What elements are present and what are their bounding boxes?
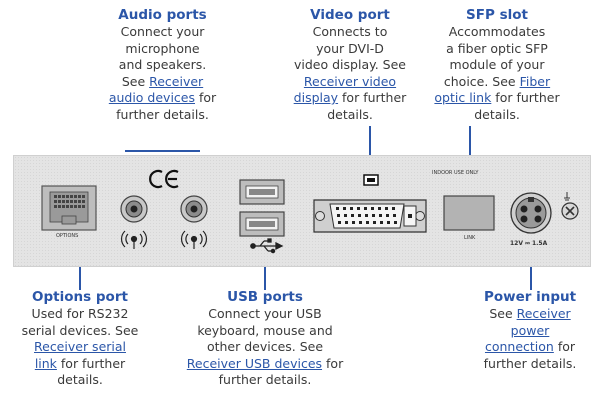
sfp-slot-text-1: Accommodates: [448, 24, 546, 39]
sfp-slot: [443, 195, 495, 231]
power-input-text-4: for: [553, 339, 576, 354]
usb-ports-text-4: for: [322, 355, 344, 371]
serial-link-link[interactable]: link: [34, 355, 57, 371]
power-input-callout: Power input See Receiver power connectio…: [470, 288, 590, 372]
audio-jack-2: [180, 195, 208, 223]
options-port-text-4: for further: [56, 355, 126, 371]
receiver-usb-devices-link[interactable]: Receiver USB devices: [186, 355, 323, 371]
video-port-title: Video port: [310, 7, 390, 23]
sfp-slot-text-2: a fiber optic SFP: [446, 40, 548, 56]
audio-symbol-icon-1: [121, 230, 147, 249]
video-display-link[interactable]: display: [293, 90, 339, 105]
audio-symbol-icon-2: [181, 230, 207, 249]
options-leader-line: [79, 252, 81, 290]
usb-ports-text-2: keyboard, mouse and: [197, 322, 333, 338]
power-link[interactable]: power: [510, 322, 550, 338]
sfp-slot-text-6: details.: [474, 106, 520, 122]
audio-ports-text-3: and speakers.: [118, 57, 207, 72]
options-port-title: Options port: [32, 289, 128, 305]
audio-bracket-line: [125, 150, 200, 152]
usb-port-bottom: [239, 211, 285, 237]
receiver-power-link[interactable]: Receiver: [516, 306, 571, 321]
audio-ports-text-6: further details.: [116, 106, 209, 122]
power-connector: [510, 192, 552, 234]
options-port-text-1: Used for RS232: [31, 306, 129, 321]
receiver-serial-link[interactable]: Receiver serial: [34, 339, 126, 354]
video-port-text-1: Connects to: [312, 24, 388, 39]
power-input-text-1: See: [489, 306, 517, 321]
usb-ports-text-1: Connect your USB: [208, 306, 322, 321]
options-rj45-port: [41, 185, 97, 231]
usb-symbol-icon: [250, 238, 284, 254]
sfp-slot-text-3: module of your: [449, 57, 545, 72]
video-port-text-2: your DVI-D: [316, 40, 384, 56]
ground-screw-icon: [561, 192, 579, 220]
audio-ports-text-1: Connect your: [120, 24, 205, 39]
sfp-slot-title: SFP slot: [466, 7, 528, 23]
fiber-link[interactable]: Fiber: [519, 73, 551, 89]
options-port-text-5: details.: [57, 372, 103, 387]
power-input-text-5: further details.: [483, 355, 577, 371]
audio-ports-title: Audio ports: [118, 7, 207, 23]
link-label: LINK: [464, 235, 476, 241]
sfp-slot-callout: SFP slot Accommodates a fiber optic SFP …: [432, 6, 562, 123]
receiver-audio-link[interactable]: Receiver: [149, 73, 204, 89]
usb-ports-callout: USB ports Connect your USB keyboard, mou…: [180, 288, 350, 389]
power-leader-line: [530, 250, 532, 290]
sfp-slot-text-5: for further: [491, 90, 560, 105]
audio-devices-link[interactable]: audio devices: [108, 90, 195, 105]
audio-ports-text-5: for: [195, 90, 217, 105]
audio-ports-text-2: microphone: [125, 40, 200, 56]
audio-ports-callout: Audio ports Connect your microphone and …: [100, 6, 225, 123]
usb-port-top: [239, 179, 285, 205]
usb-leader-line: [264, 250, 266, 290]
usb-ports-title: USB ports: [227, 289, 303, 305]
power-input-title: Power input: [483, 289, 577, 305]
video-port-callout: Video port Connects to your DVI-D video …: [285, 6, 415, 123]
indoor-use-label: INDOOR USE ONLY: [432, 170, 479, 176]
receiver-rear-panel: OPTIONS INDOOR USE ONLY LINK 12V ⎓ 1.5A: [13, 155, 591, 267]
optic-link-link[interactable]: optic link: [434, 90, 492, 105]
options-port-text-2: serial devices. See: [21, 322, 139, 338]
power-rating-label: 12V ⎓ 1.5A: [510, 240, 548, 247]
receiver-video-link[interactable]: Receiver video: [303, 73, 397, 89]
video-leader-line: [369, 126, 371, 164]
rear-panel-drawing: [41, 169, 579, 254]
ce-mark-icon: [149, 169, 179, 189]
video-port-text-4: for further: [338, 90, 407, 105]
dvi-port: [313, 199, 427, 233]
audio-jack-1: [120, 195, 148, 223]
usb-ports-text-3: other devices. See: [206, 339, 324, 354]
options-label: OPTIONS: [56, 233, 79, 239]
video-port-text-3: video display. See: [294, 57, 406, 72]
sfp-slot-text-4: choice. See: [443, 73, 520, 89]
usb-ports-text-5: further details.: [218, 372, 312, 387]
video-indicator-icon: [363, 174, 379, 186]
power-connection-link[interactable]: connection: [484, 339, 554, 354]
options-port-callout: Options port Used for RS232 serial devic…: [15, 288, 145, 389]
audio-ports-text-4: See: [121, 73, 150, 89]
video-port-text-5: details.: [327, 106, 373, 122]
